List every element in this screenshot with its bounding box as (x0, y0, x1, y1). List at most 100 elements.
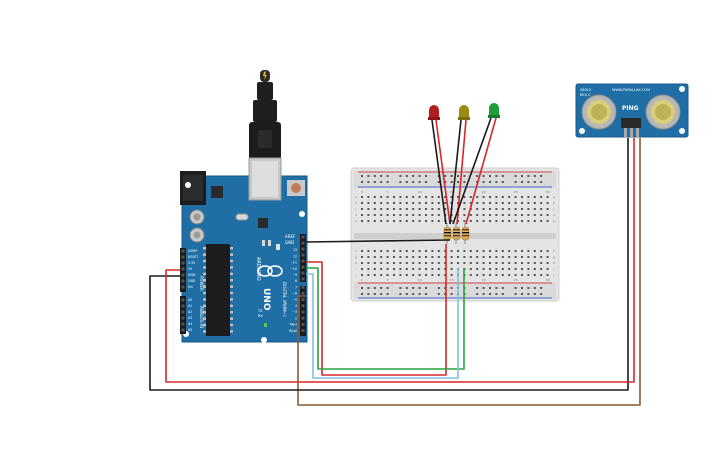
breadboard-hole[interactable] (489, 202, 491, 204)
breadboard-hole[interactable] (463, 196, 466, 198)
rail-hole[interactable] (361, 181, 363, 183)
rail-hole[interactable] (418, 181, 421, 183)
rail-hole[interactable] (373, 175, 376, 177)
rail-hole[interactable] (495, 293, 498, 295)
rail-hole[interactable] (373, 181, 376, 183)
breadboard-hole[interactable] (514, 202, 517, 204)
breadboard-hole[interactable] (508, 268, 511, 270)
rail-hole[interactable] (399, 293, 402, 295)
breadboard-hole[interactable] (412, 262, 415, 264)
breadboard-hole[interactable] (540, 220, 543, 222)
rail-hole[interactable] (495, 181, 498, 183)
breadboard-hole[interactable] (373, 208, 376, 210)
breadboard-hole[interactable] (431, 208, 434, 210)
breadboard-hole[interactable] (476, 256, 479, 258)
breadboard-hole[interactable] (437, 202, 440, 204)
breadboard-hole[interactable] (399, 268, 402, 270)
header-pin[interactable] (301, 277, 305, 281)
breadboard-hole[interactable] (437, 250, 440, 252)
rail-hole[interactable] (367, 293, 370, 295)
breadboard-hole[interactable] (533, 202, 536, 204)
breadboard-hole[interactable] (463, 220, 466, 222)
rail-hole[interactable] (373, 293, 376, 295)
breadboard-hole[interactable] (399, 250, 402, 252)
breadboard-hole[interactable] (463, 262, 466, 264)
breadboard-hole[interactable] (393, 196, 395, 198)
rail-hole[interactable] (533, 293, 536, 295)
breadboard-hole[interactable] (393, 208, 395, 210)
breadboard-hole[interactable] (533, 262, 536, 264)
breadboard-hole[interactable] (380, 250, 383, 252)
rail-hole[interactable] (521, 181, 523, 183)
breadboard-hole[interactable] (380, 202, 383, 204)
rail-hole[interactable] (437, 181, 440, 183)
rail-hole[interactable] (444, 175, 447, 177)
breadboard-hole[interactable] (367, 202, 370, 204)
rail-hole[interactable] (450, 181, 453, 183)
breadboard-hole[interactable] (495, 214, 498, 216)
breadboard-hole[interactable] (425, 274, 427, 276)
breadboard-hole[interactable] (386, 202, 389, 204)
rail-hole[interactable] (489, 287, 491, 289)
rail-hole[interactable] (437, 287, 440, 289)
rail-hole[interactable] (521, 287, 523, 289)
breadboard-hole[interactable] (399, 256, 402, 258)
breadboard-hole[interactable] (514, 220, 517, 222)
breadboard-hole[interactable] (508, 262, 511, 264)
breadboard-hole[interactable] (476, 202, 479, 204)
header-pin[interactable] (301, 271, 305, 275)
breadboard-hole[interactable] (418, 214, 421, 216)
breadboard-hole[interactable] (527, 202, 530, 204)
breadboard-hole[interactable] (367, 256, 370, 258)
breadboard-hole[interactable] (412, 256, 415, 258)
breadboard-hole[interactable] (380, 268, 383, 270)
breadboard-hole[interactable] (540, 196, 543, 198)
breadboard-hole[interactable] (437, 274, 440, 276)
breadboard-hole[interactable] (546, 208, 549, 210)
breadboard-hole[interactable] (533, 220, 536, 222)
header-pin[interactable] (181, 261, 185, 265)
breadboard-hole[interactable] (514, 274, 517, 276)
header-pin[interactable] (301, 265, 305, 269)
breadboard-hole[interactable] (482, 220, 485, 222)
rail-hole[interactable] (380, 175, 383, 177)
breadboard-hole[interactable] (476, 262, 479, 264)
header-pin[interactable] (181, 322, 185, 326)
wire-red-sensor-5v[interactable] (165, 138, 635, 383)
rail-hole[interactable] (425, 181, 427, 183)
breadboard-hole[interactable] (546, 256, 549, 258)
breadboard-hole[interactable] (361, 250, 363, 252)
breadboard-hole[interactable] (450, 220, 453, 222)
header-pin[interactable] (301, 253, 305, 257)
breadboard-hole[interactable] (367, 262, 370, 264)
breadboard-hole[interactable] (501, 268, 504, 270)
breadboard-hole[interactable] (457, 196, 459, 198)
header-pin[interactable] (301, 304, 305, 308)
breadboard-hole[interactable] (431, 262, 434, 264)
rail-hole[interactable] (495, 287, 498, 289)
rail-hole[interactable] (476, 287, 479, 289)
rail-hole[interactable] (361, 175, 363, 177)
header-pin[interactable] (301, 259, 305, 263)
breadboard-hole[interactable] (482, 268, 485, 270)
rail-hole[interactable] (527, 287, 530, 289)
breadboard-hole[interactable] (546, 202, 549, 204)
breadboard-hole[interactable] (521, 196, 523, 198)
rail-hole[interactable] (444, 181, 447, 183)
breadboard-hole[interactable] (508, 256, 511, 258)
breadboard-hole[interactable] (437, 268, 440, 270)
rail-hole[interactable] (489, 181, 491, 183)
breadboard-hole[interactable] (540, 268, 543, 270)
header-pin[interactable] (301, 241, 305, 245)
breadboard-hole[interactable] (399, 202, 402, 204)
header-pin[interactable] (181, 255, 185, 259)
breadboard-hole[interactable] (373, 250, 376, 252)
rail-hole[interactable] (482, 175, 485, 177)
breadboard-hole[interactable] (469, 256, 472, 258)
breadboard-hole[interactable] (405, 214, 408, 216)
header-pin[interactable] (301, 235, 305, 239)
breadboard-hole[interactable] (431, 202, 434, 204)
breadboard-hole[interactable] (380, 256, 383, 258)
rail-hole[interactable] (437, 293, 440, 295)
rail-hole[interactable] (418, 293, 421, 295)
